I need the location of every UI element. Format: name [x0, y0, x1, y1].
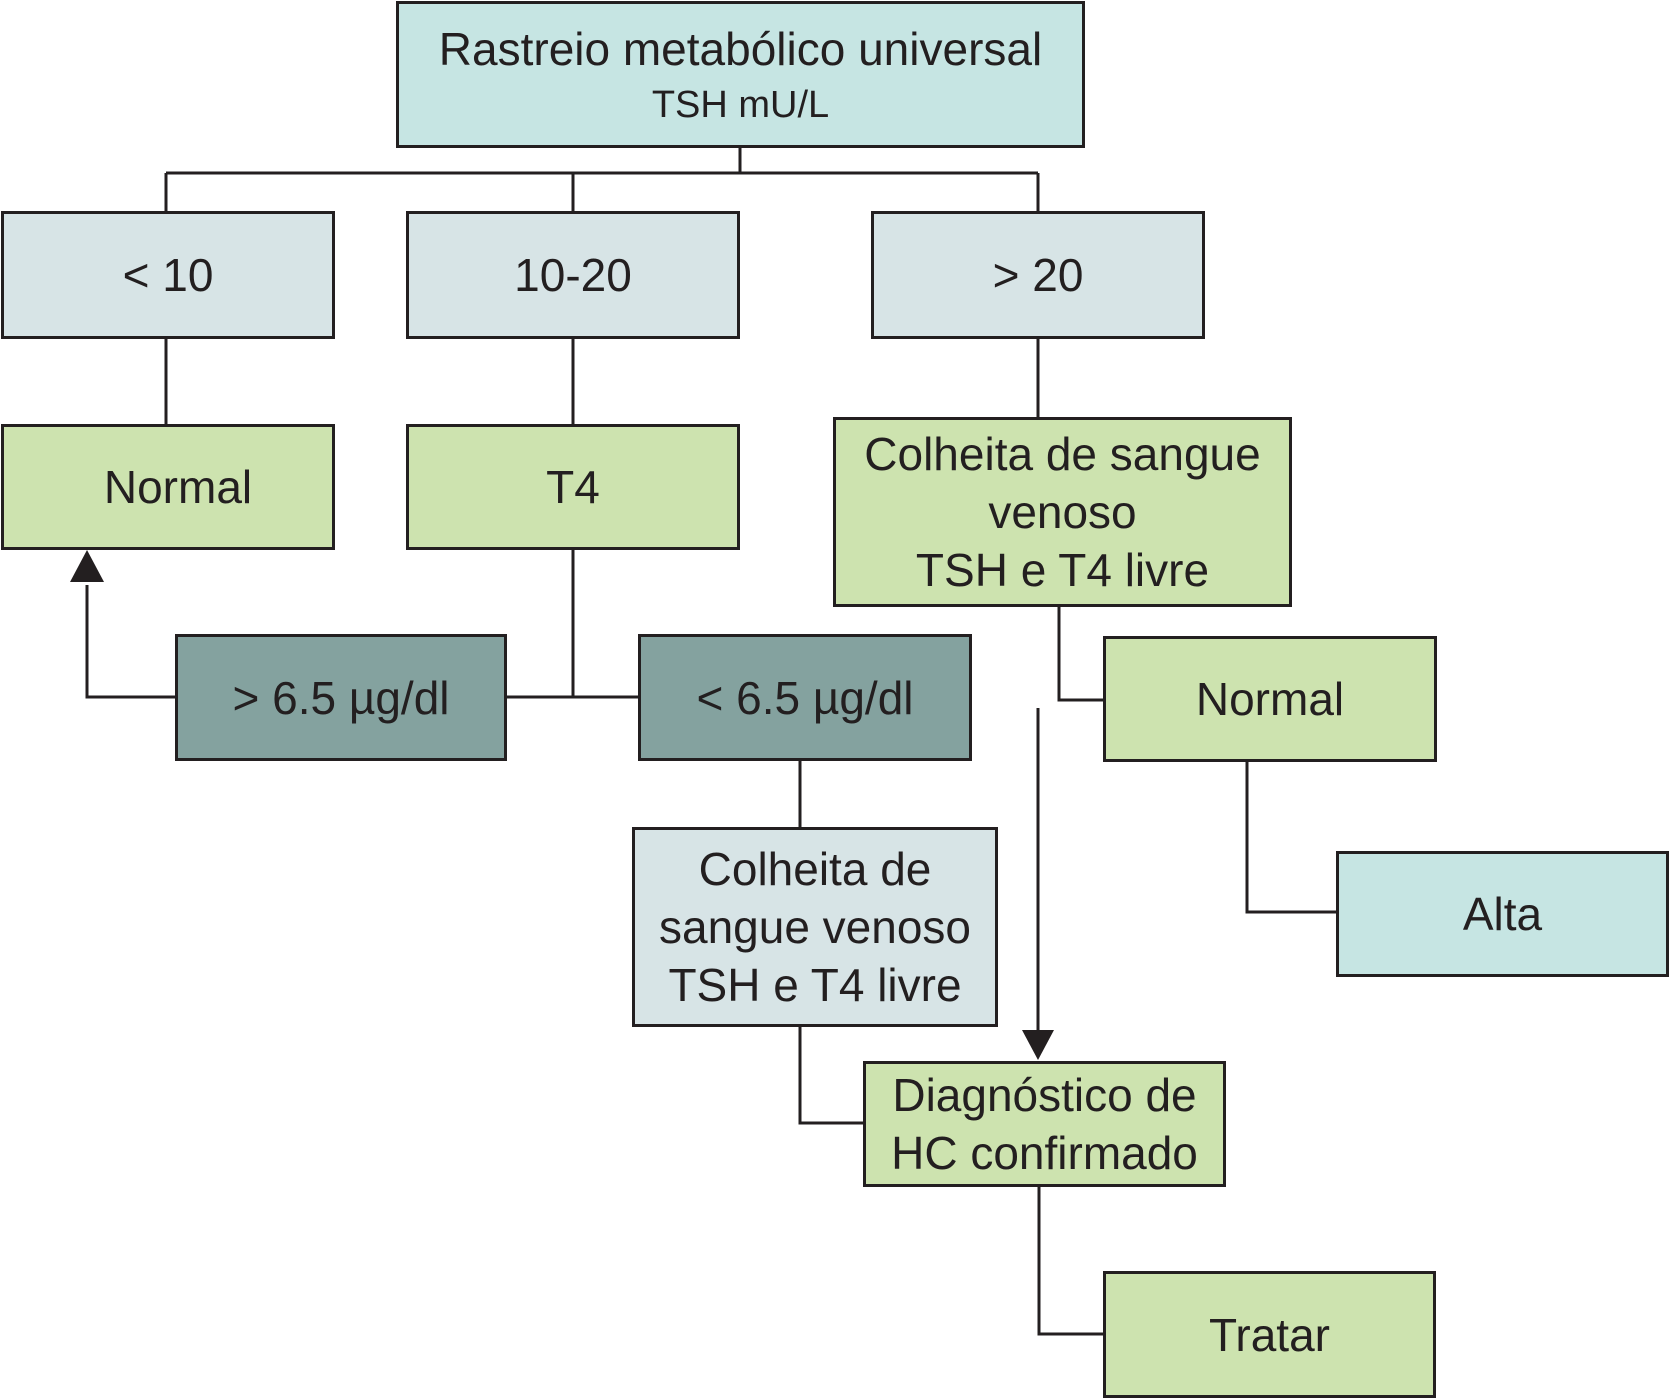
node-root-subtitle: TSH mU/L — [651, 83, 830, 126]
node-normal-right: Normal — [1103, 636, 1437, 762]
connector-t4-split — [507, 550, 638, 699]
node-treat: Tratar — [1103, 1271, 1436, 1398]
node-t4-high: > 6.5 µg/dl — [175, 634, 507, 761]
node-t4-low: < 6.5 µg/dl — [638, 634, 972, 761]
node-alta: Alta — [1336, 851, 1669, 977]
connector-venous-diagnosis — [798, 1027, 863, 1125]
node-tsh-lt10: < 10 — [1, 211, 335, 339]
arrow-up-to-normal — [70, 550, 104, 582]
node-t4: T4 — [406, 424, 740, 550]
connector-normalright-alta — [1245, 762, 1336, 914]
arrow-down-to-diagnosis — [1022, 1030, 1054, 1060]
connector-venous-normalright — [1057, 607, 1103, 702]
node-root-title: Rastreio metabólico universal — [438, 22, 1043, 75]
node-normal-left: Normal — [1, 424, 335, 550]
connector-root-branch — [164, 148, 1040, 211]
connector-high-normal — [85, 585, 175, 699]
node-tsh-gt20: > 20 — [871, 211, 1205, 339]
node-venous-mid: Colheita de sangue venoso TSH e T4 livre — [632, 827, 998, 1027]
node-diagnosis: Diagnóstico de HC confirmado — [863, 1061, 1226, 1187]
node-root: Rastreio metabólico universal TSH mU/L — [396, 1, 1085, 148]
node-venous-right: Colheita de sangue venoso TSH e T4 livre — [833, 417, 1292, 607]
connector-diagnosis-treat — [1037, 1187, 1103, 1336]
node-tsh-10-20: 10-20 — [406, 211, 740, 339]
